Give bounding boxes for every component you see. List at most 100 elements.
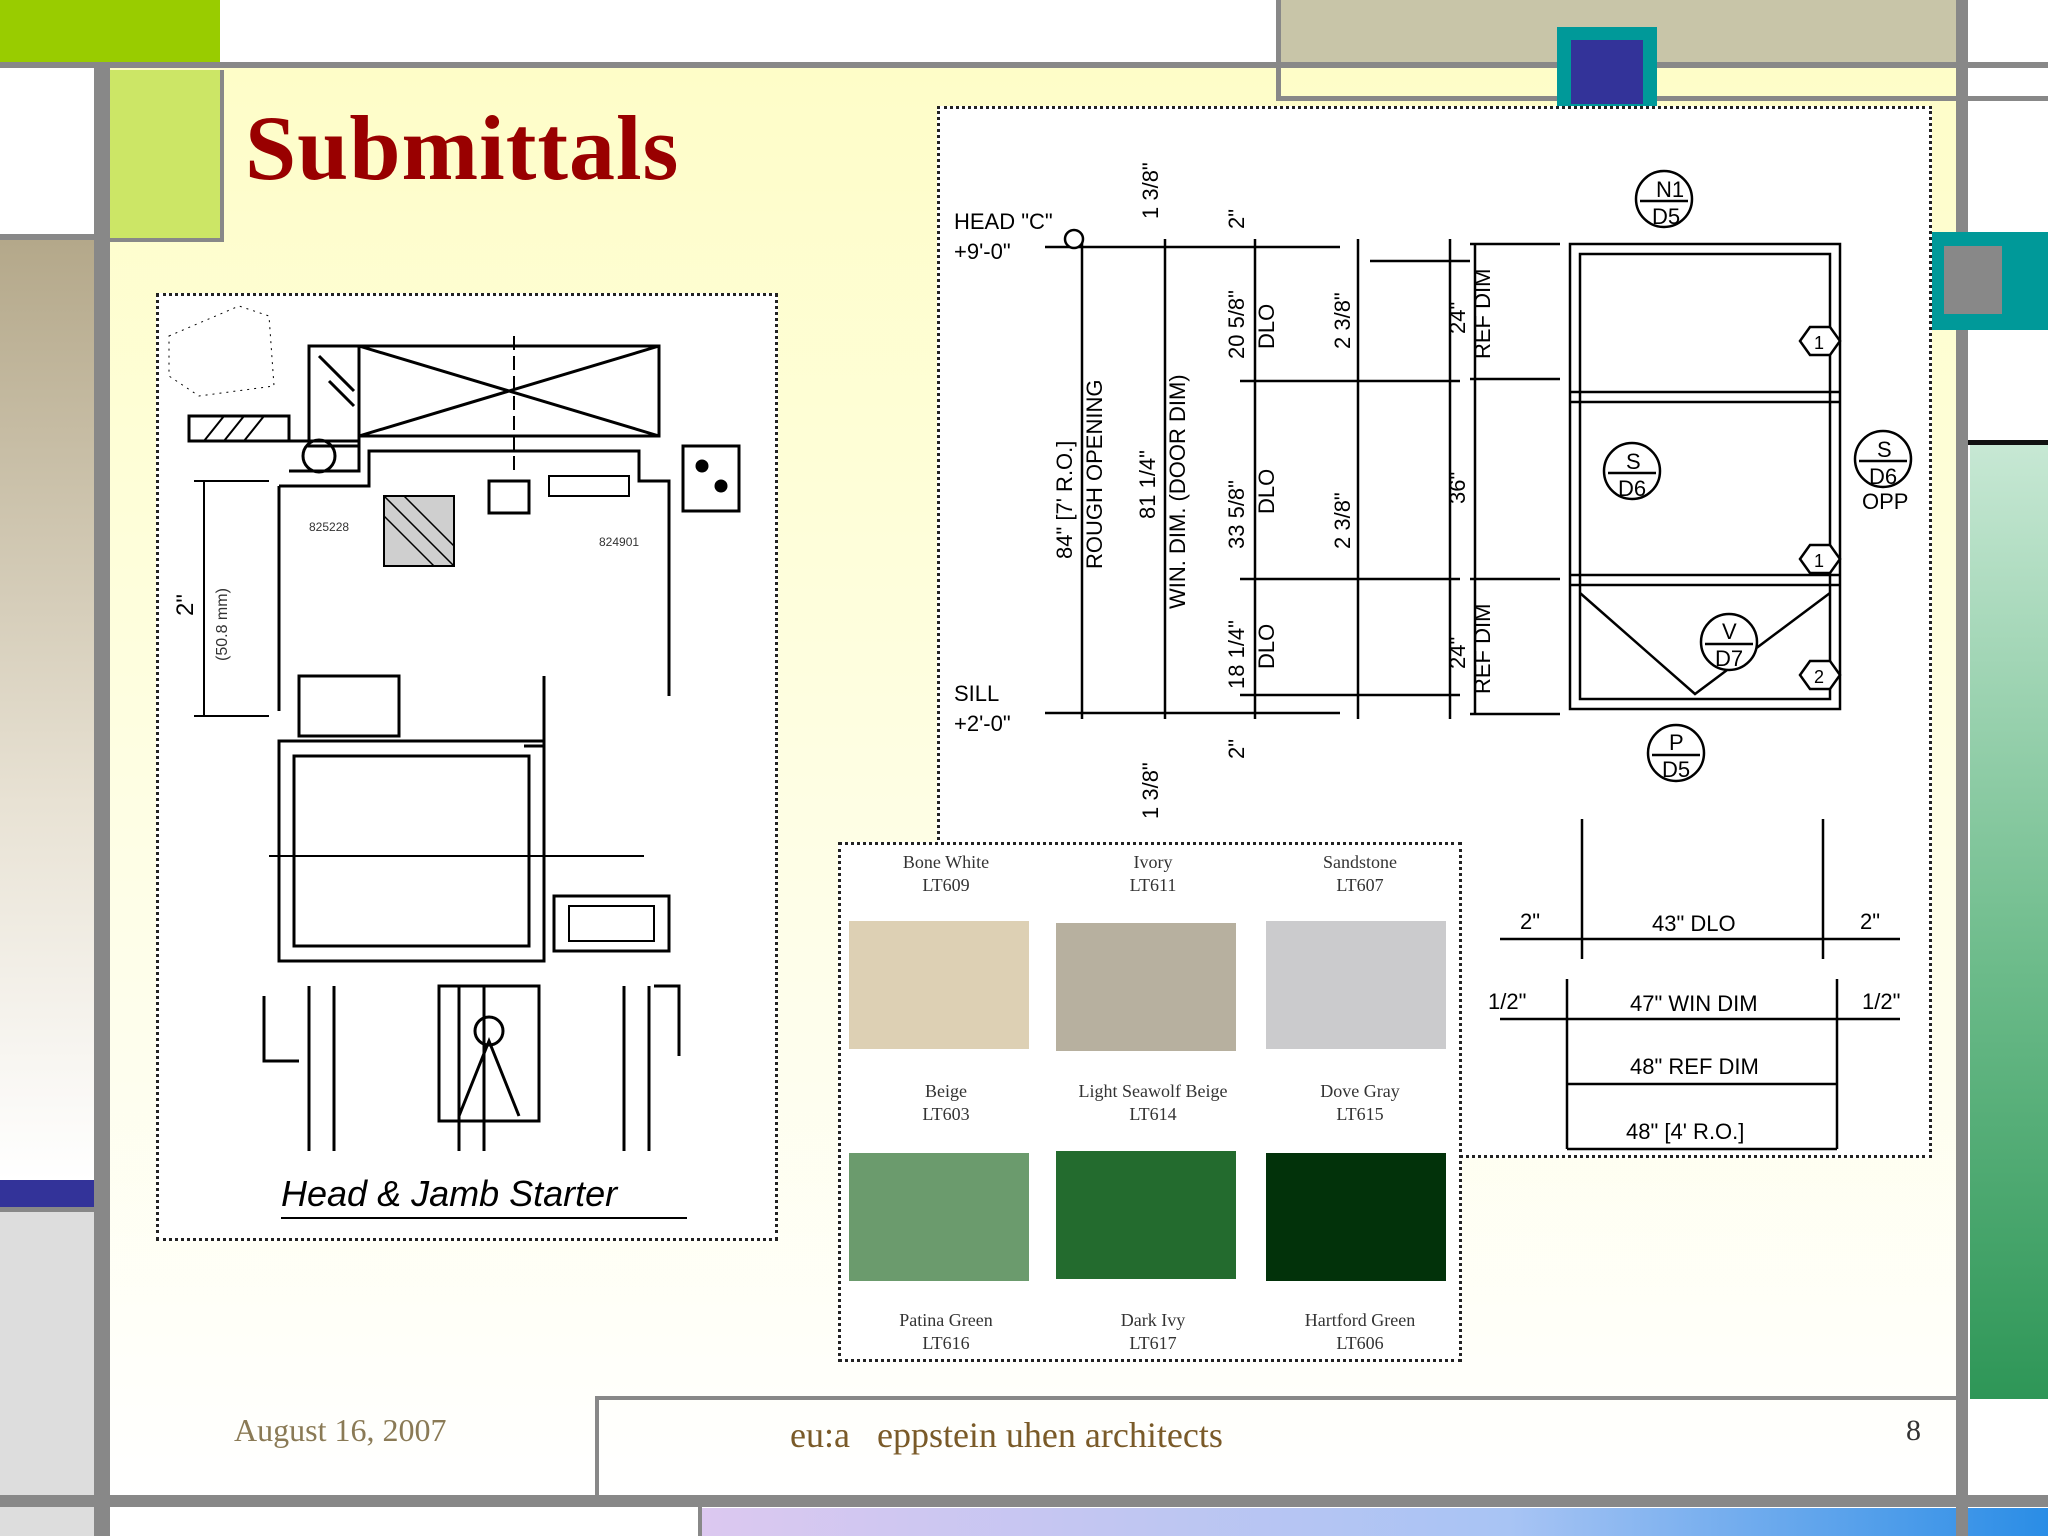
swatch-code: LT614 [1129,1104,1177,1124]
tag-d6-right: D6 [1869,464,1897,489]
detail-caption: Head & Jamb Starter [281,1173,619,1214]
swatch-code: LT603 [922,1104,970,1124]
hex-tag-1-top: 1 [1814,333,1824,353]
part-number-824901: 824901 [599,535,639,549]
footer-date: August 16, 2007 [234,1412,447,1448]
ref-24-top: 24" [1445,302,1470,334]
tag-v: V [1722,619,1737,644]
swatch-code: LT617 [1129,1333,1177,1353]
swatch-name: Dove Gray [1320,1081,1400,1101]
swatch-name: Bone White [902,852,990,872]
color-swatch [849,1153,1029,1281]
win-dim-vertical-label: WIN. DIM. (DOOR DIM) [1165,374,1190,609]
blue-square-top [1571,40,1643,104]
dlo-label-2: DLO [1254,469,1279,514]
frame-line [94,62,110,1536]
gray-square-right [1944,246,2002,314]
swatch-name: Patina Green [899,1310,993,1330]
tag-d5-bottom: D5 [1662,757,1690,782]
tag-opp: OPP [1862,489,1908,514]
title-accent-block [110,70,224,242]
bottom-offset-dimension: 1 3/8" [1138,762,1163,819]
dlo-3-dimension: 18 1/4" [1224,620,1249,689]
tag-n1: N1 [1656,177,1684,202]
dlo-2-dimension: 33 5/8" [1224,480,1249,549]
color-swatch [1266,1153,1446,1281]
top-two-inch: 2" [1224,209,1249,229]
swatch-code: LT606 [1336,1333,1384,1353]
head-elevation: +9'-0" [954,239,1011,264]
swatch-code: LT611 [1129,875,1177,895]
ref-24-bottom: 24" [1445,637,1470,669]
right-green-strip [1970,444,2048,1399]
frame-line [1956,0,1968,1536]
tag-s-left: S [1626,449,1641,474]
tag-p: P [1669,730,1684,755]
frame-line [0,62,2048,68]
tag-d7: D7 [1715,646,1743,671]
left-gray-block [0,1212,95,1536]
h-dim-half-left: 1/2" [1488,989,1526,1014]
bottom-gradient-strip [700,1508,2048,1536]
h-dim-48-ref: 48" REF DIM [1630,1054,1759,1079]
left-gradient-strip [0,240,95,1180]
swatch-name: Light Seawolf Beige [1078,1081,1228,1101]
h-dim-half-right: 1/2" [1862,989,1900,1014]
swatch-name: Dark Ivy [1120,1310,1186,1330]
swatch-code: LT607 [1336,875,1384,895]
footer-firm: eu:a eppstein uhen architects [790,1415,1223,1455]
hex-tag-2: 2 [1814,667,1824,687]
frame-line [1968,440,2048,445]
h-dim-43-dlo: 43" DLO [1652,911,1736,936]
swatch-name: Beige [925,1081,967,1101]
frame-line [0,1495,2048,1507]
frame-line [595,1396,1960,1400]
frame-line [698,1507,702,1536]
frame-line [595,1396,599,1496]
h-dim-47-win: 47" WIN DIM [1630,991,1758,1016]
dlo-label-1: DLO [1254,304,1279,349]
slide-title: Submittals [245,97,680,199]
dlo-label-3: DLO [1254,624,1279,669]
hex-tag-1-bottom: 1 [1814,551,1824,571]
page-number: 8 [1906,1414,1921,1447]
h-dim-2in-left: 2" [1520,909,1540,934]
head-label: HEAD "C" [954,209,1053,234]
left-blue-band [0,1180,95,1208]
frame-line [1276,0,1281,100]
dlo-1-dimension: 20 5/8" [1224,290,1249,359]
mullion-dimension-1: 2 3/8" [1330,292,1355,349]
color-swatch [1056,1151,1236,1279]
swatch-name: Hartford Green [1304,1310,1416,1330]
tag-d5-top: D5 [1652,204,1680,229]
swatch-code: LT616 [922,1333,970,1353]
frame-line [1968,96,2048,101]
swatch-name: Ivory [1133,852,1173,872]
swatch-code: LT609 [922,875,970,895]
ref-36: 36" [1445,472,1470,504]
bottom-two-inch: 2" [1224,739,1249,759]
tag-d6-left: D6 [1618,476,1646,501]
swatch-code: LT615 [1336,1104,1384,1124]
tag-s-right: S [1877,437,1892,462]
win-dim-vertical: 81 1/4" [1135,450,1160,519]
head-jamb-drawing: 825228 824901 2" (50.8 mm) Head & Jamb S… [168,305,741,1219]
color-swatch [1056,923,1236,1051]
h-dim-48-ro: 48" [4' R.O.] [1626,1119,1744,1144]
rough-opening-label: ROUGH OPENING [1082,380,1107,569]
sill-elevation: +2'-0" [954,711,1011,736]
window-elevation-drawing: HEAD "C" +9'-0" SILL +2'-0" 84" [7' R.O.… [954,162,1913,1151]
ref-dim-bottom-label: REF DIM [1470,604,1495,694]
head-jamb-detail-panel: 825228 824901 2" (50.8 mm) Head & Jamb S… [156,293,778,1241]
top-offset-dimension: 1 3/8" [1138,162,1163,219]
